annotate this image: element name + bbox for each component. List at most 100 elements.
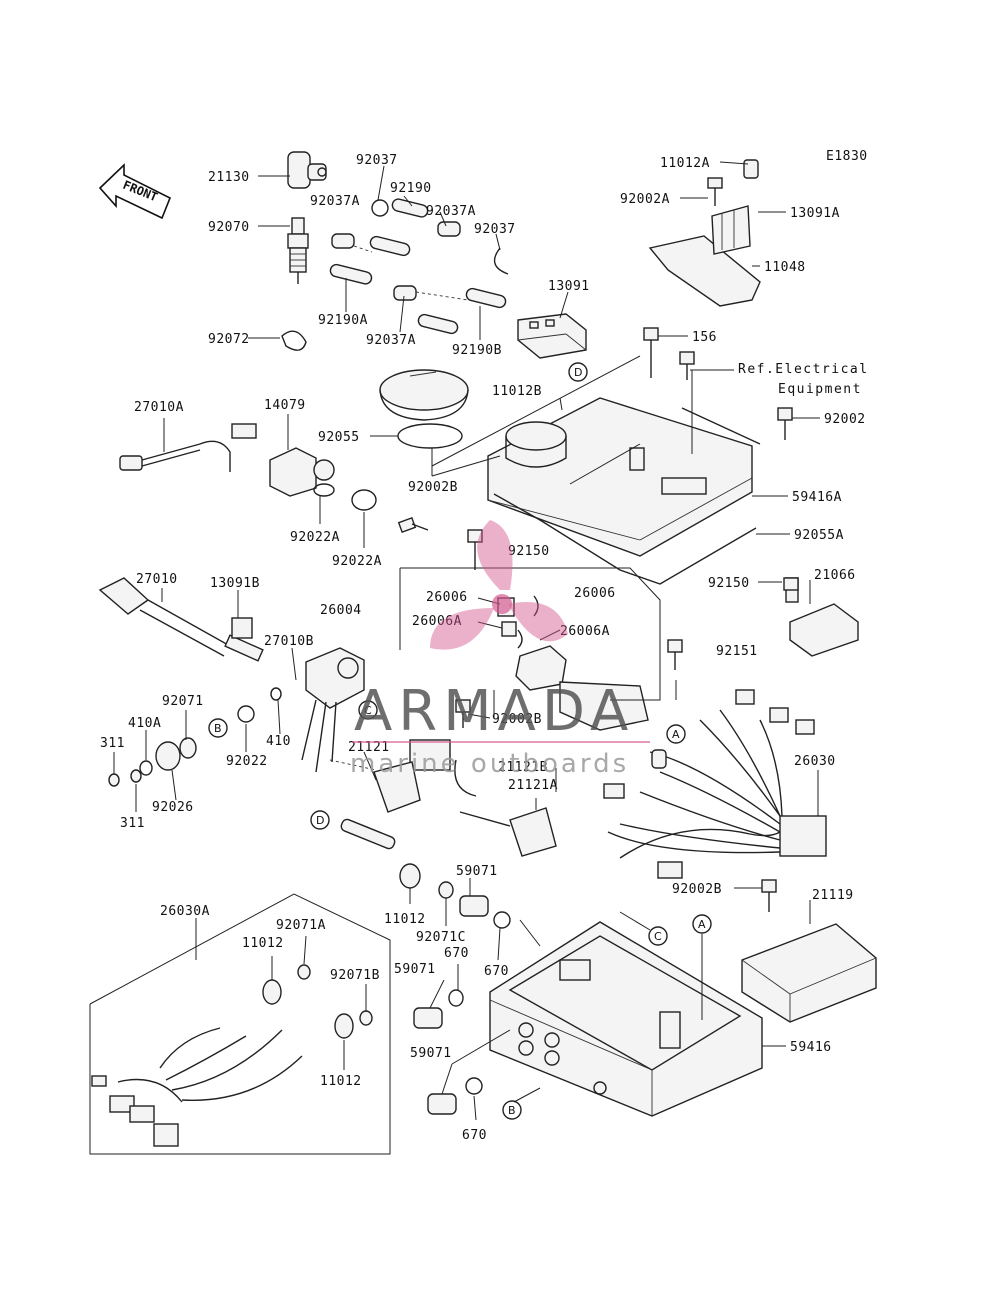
- part-label: 26004: [320, 603, 362, 618]
- part-label: 92026: [152, 800, 194, 815]
- part-label: 27010: [136, 572, 178, 587]
- part-label: 92071A: [276, 918, 326, 933]
- electric-case-icon: [489, 921, 763, 1117]
- part-label: 59416A: [792, 490, 842, 505]
- ignition-coil-icon: [301, 647, 365, 773]
- part-label: 92002B: [408, 480, 458, 495]
- clamp-icon: [281, 330, 307, 351]
- cap-oring-icon: [379, 369, 469, 449]
- part-label: 26006A: [560, 624, 610, 639]
- part-label: 92002A: [620, 192, 670, 207]
- part-label: 26030: [794, 754, 836, 769]
- part-label: 92072: [208, 332, 250, 347]
- svg-text:A: A: [672, 728, 680, 741]
- part-label: 27010B: [264, 634, 314, 649]
- callout-c-coil: C: [358, 700, 378, 720]
- part-label: 21121A: [508, 778, 558, 793]
- part-label: 21121B: [498, 760, 548, 775]
- part-label: 92055: [318, 430, 360, 445]
- part-label: 670: [444, 946, 469, 961]
- callout-b-case: B: [502, 1100, 522, 1120]
- part-label: 92022: [226, 754, 268, 769]
- part-label: 92002: [824, 412, 866, 427]
- part-label: 92151: [716, 644, 758, 659]
- part-label: 92190: [390, 181, 432, 196]
- part-label: 11048: [764, 260, 806, 275]
- spark-plug-cap-icon: [287, 151, 327, 189]
- harness-cable-icon: [98, 577, 264, 662]
- pin-icon: [340, 818, 396, 850]
- part-label: 410: [266, 734, 291, 749]
- ignition-coils-icon: [329, 645, 649, 857]
- part-label: 21121: [348, 740, 390, 755]
- svg-text:C: C: [654, 930, 662, 943]
- reference-note-line1: Ref.Electrical: [738, 362, 869, 377]
- part-label: 92071C: [416, 930, 466, 945]
- part-label: 92022A: [332, 554, 382, 569]
- part-label: 13091: [548, 279, 590, 294]
- part-label: 92037A: [426, 204, 476, 219]
- part-label: 26006: [574, 586, 616, 601]
- callout-c-case: C: [648, 926, 668, 946]
- propeller-logo-icon: [430, 520, 568, 650]
- part-label: 11012B: [492, 384, 542, 399]
- svg-text:D: D: [574, 366, 582, 379]
- hose-set-icon: [329, 198, 509, 335]
- svg-text:D: D: [316, 814, 324, 827]
- part-label: 21119: [812, 888, 854, 903]
- connector-block-icon: [517, 313, 587, 359]
- part-label: 670: [484, 964, 509, 979]
- callout-a-harness: A: [666, 724, 686, 744]
- part-label: 59071: [410, 1046, 452, 1061]
- part-label: 59071: [456, 864, 498, 879]
- front-arrow-icon: FRONT: [98, 163, 172, 220]
- part-label: 92037A: [310, 194, 360, 209]
- bracket-icon: [648, 159, 761, 307]
- part-label: 21130: [208, 170, 250, 185]
- callout-b-left: B: [208, 718, 228, 738]
- leader-lines: [113, 161, 820, 1121]
- sensor-cable-icon: [119, 423, 257, 472]
- armada-watermark: ARMADA marine outboards: [350, 520, 650, 779]
- callout-circles: D D A A B B C C: [208, 362, 712, 1120]
- svg-text:B: B: [508, 1104, 516, 1117]
- part-label: 92022A: [290, 530, 340, 545]
- part-label: 92071B: [330, 968, 380, 983]
- reference-note-line2: Equipment: [778, 382, 862, 397]
- part-label: 59416: [790, 1040, 832, 1055]
- part-label: 59071: [394, 962, 436, 977]
- part-label: 92070: [208, 220, 250, 235]
- part-label: 92037: [356, 153, 398, 168]
- part-label: 11012A: [660, 156, 710, 171]
- svg-text:A: A: [698, 918, 706, 931]
- box-cover-icon: [487, 397, 761, 585]
- part-label: 311: [100, 736, 125, 751]
- part-label: 27010A: [134, 400, 184, 415]
- block-icon: [231, 617, 253, 639]
- part-label: 26006A: [412, 614, 462, 629]
- diagram-code: E1830: [826, 149, 868, 164]
- spark-plug-icon: [287, 217, 309, 284]
- part-label: 13091A: [790, 206, 840, 221]
- part-label: 11012: [242, 936, 284, 951]
- coil-bolts-icon: [455, 529, 799, 728]
- watermark-brand: ARMADA: [354, 679, 634, 744]
- part-label: 26006: [426, 590, 468, 605]
- part-label: 21066: [814, 568, 856, 583]
- part-label: 92190A: [318, 313, 368, 328]
- callout-d-top: D: [568, 362, 588, 382]
- part-label: 14079: [264, 398, 306, 413]
- part-label: 670: [462, 1128, 487, 1143]
- part-label: 92037: [474, 222, 516, 237]
- part-labels: 21130 92037 92190 92037A 92037A 92037 92…: [100, 153, 866, 1143]
- grommets-icon: [399, 863, 511, 1115]
- callout-d-mid: D: [310, 810, 330, 830]
- part-label: 92190B: [452, 343, 502, 358]
- control-unit-icon: [741, 879, 877, 1023]
- long-bolt-icon: [643, 327, 659, 378]
- part-label: 11012: [384, 912, 426, 927]
- svg-text:C: C: [364, 704, 372, 717]
- sensor-icon: [269, 447, 377, 511]
- watermark-tagline: marine outboards: [350, 749, 629, 779]
